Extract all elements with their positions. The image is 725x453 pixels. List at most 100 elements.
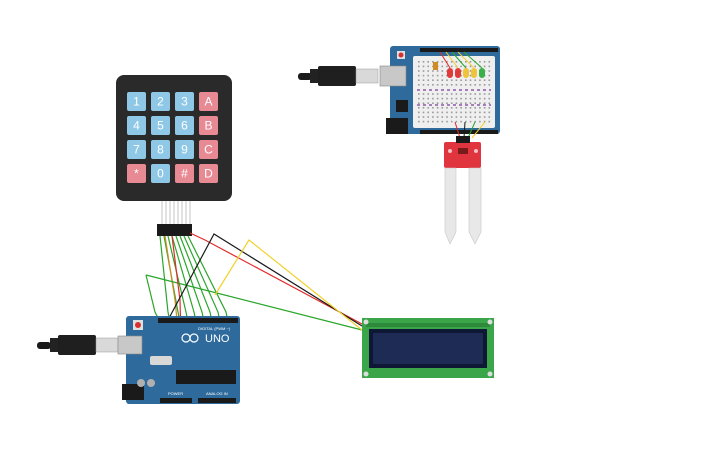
usb-cable-main[interactable]: [37, 335, 119, 355]
led-yellow[interactable]: [471, 68, 477, 78]
breadboard-hole: [479, 111, 481, 114]
analog-header: [198, 398, 236, 403]
breadboard-hole: [483, 97, 486, 100]
breadboard-hole: [418, 61, 420, 63]
breadboard-hole: [474, 116, 476, 118]
keypad-key[interactable]: [175, 92, 194, 111]
led-green[interactable]: [479, 68, 485, 78]
breadboard-hole: [460, 84, 462, 86]
breadboard-hole: [450, 97, 453, 100]
keypad-key[interactable]: [127, 140, 146, 159]
wire-yellow[interactable]: [214, 239, 363, 331]
breadboard-hole: [432, 79, 434, 81]
keypad-key[interactable]: [199, 92, 218, 111]
breadboard-hole: [436, 102, 439, 104]
breadboard-hole: [479, 102, 481, 104]
keypad-key[interactable]: [199, 140, 218, 159]
mini-breadboard: [413, 56, 495, 128]
breadboard-hole: [465, 93, 467, 95]
led-red[interactable]: [455, 68, 461, 78]
arduino-uno-top[interactable]: [379, 46, 500, 139]
digital-header: [158, 318, 238, 323]
atmega-chip: [176, 370, 236, 384]
breadboard-hole: [483, 111, 486, 114]
keypad-key[interactable]: [151, 140, 170, 159]
led-yellow[interactable]: [463, 68, 469, 78]
breadboard-hole: [474, 93, 476, 95]
breadboard-hole: [446, 97, 448, 100]
breadboard-hole: [432, 84, 434, 86]
breadboard-hole: [427, 107, 429, 109]
breadboard-hole: [483, 120, 486, 123]
breadboard-hole: [474, 65, 476, 68]
board-model: UNO: [205, 333, 230, 345]
usb-cable-top[interactable]: [298, 66, 379, 86]
breadboard-hole: [446, 111, 448, 114]
breadboard-hole: [465, 116, 467, 118]
breadboard-hole: [441, 79, 444, 81]
soil-moisture-sensor[interactable]: [444, 136, 482, 245]
breadboard-hole: [469, 120, 472, 123]
keypad-key[interactable]: [151, 92, 170, 111]
led-red[interactable]: [447, 68, 453, 78]
keypad-key[interactable]: [151, 164, 170, 183]
arduino-usb-port: [117, 335, 143, 355]
breadboard-hole: [474, 79, 476, 81]
breadboard-hole: [446, 116, 448, 118]
breadboard-hole: [418, 102, 420, 104]
breadboard-hole: [465, 79, 467, 81]
keypad-key[interactable]: [175, 116, 194, 135]
breadboard-hole: [450, 102, 453, 104]
breadboard-hole: [422, 111, 425, 114]
breadboard-hole: [450, 84, 453, 86]
keypad-key-label: 4: [133, 119, 140, 133]
sensor-board: [444, 142, 481, 168]
breadboard-hole: [427, 79, 429, 81]
keypad-key[interactable]: [175, 164, 194, 183]
wire-green[interactable]: [145, 274, 363, 331]
breadboard-hole: [441, 84, 444, 86]
breadboard-hole: [446, 107, 448, 109]
wire-black[interactable]: [167, 233, 363, 327]
keypad-key-label: 1: [133, 95, 140, 109]
lcd-16x2[interactable]: [362, 318, 494, 378]
breadboard-hole: [465, 120, 467, 123]
keypad-key[interactable]: [199, 116, 218, 135]
keypad-key[interactable]: [175, 140, 194, 159]
keypad-key-label: 7: [133, 143, 140, 157]
breadboard-hole: [488, 74, 491, 77]
breadboard-hole: [483, 65, 486, 68]
breadboard-hole: [432, 70, 434, 72]
keypad-key-label: 6: [181, 119, 188, 133]
breadboard-hole: [450, 107, 453, 109]
breadboard-hole: [488, 120, 491, 123]
breadboard-hole: [488, 116, 491, 118]
breadboard-hole: [465, 97, 467, 100]
keypad-key[interactable]: [127, 164, 146, 183]
keypad-key[interactable]: [199, 164, 218, 183]
breadboard-hole: [422, 120, 425, 123]
keypad-key-label: 5: [157, 119, 164, 133]
breadboard-hole: [432, 65, 434, 68]
keypad-key[interactable]: [127, 92, 146, 111]
breadboard-hole: [469, 65, 472, 68]
breadboard-hole: [474, 97, 476, 100]
analog-label: ANALOG IN: [206, 391, 228, 396]
breadboard-hole: [427, 65, 429, 68]
breadboard-hole: [446, 84, 448, 86]
arduino-uno-main[interactable]: UNO DIGITAL (PWM ~) POWER ANALOG IN: [117, 316, 240, 404]
breadboard-hole: [474, 84, 476, 86]
breadboard-hole: [432, 111, 434, 114]
breadboard-hole: [432, 102, 434, 104]
keypad-key[interactable]: [127, 116, 146, 135]
keypad-key-label: B: [204, 119, 212, 133]
breadboard-hole: [460, 70, 462, 72]
breadboard-hole: [469, 97, 472, 100]
breadboard-hole: [483, 107, 486, 109]
wire-red[interactable]: [189, 232, 363, 325]
breadboard-hole: [455, 79, 458, 81]
keypad-key[interactable]: [151, 116, 170, 135]
breadboard-hole: [432, 93, 434, 95]
wire-green[interactable]: [145, 274, 161, 323]
